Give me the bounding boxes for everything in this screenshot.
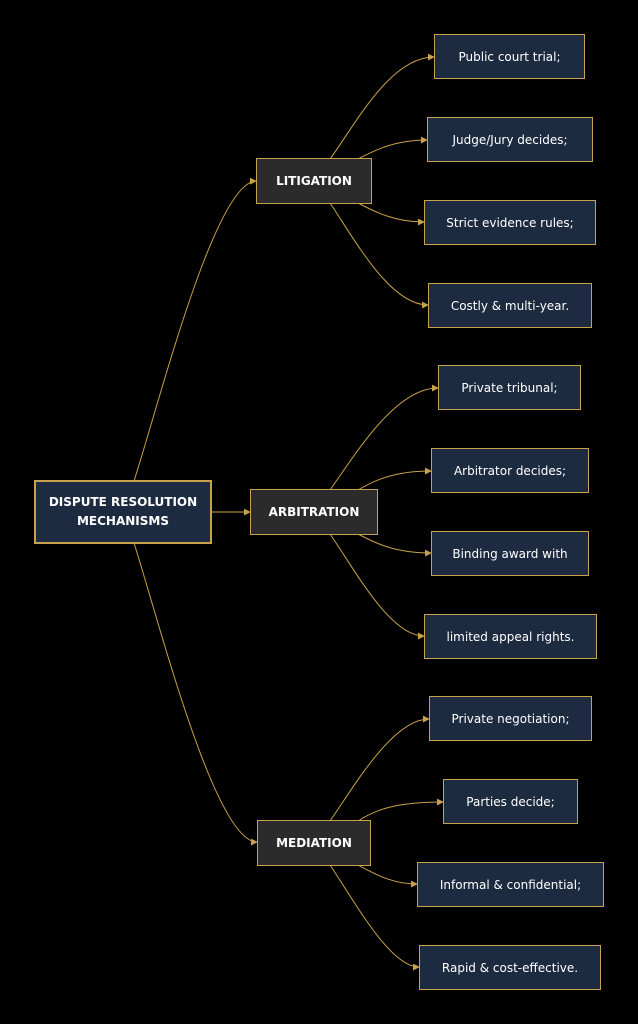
edge-root-litigation	[133, 177, 257, 482]
edge-arbitration-item-2	[357, 467, 432, 491]
leaf-node-mediation-2: Parties decide;	[443, 779, 578, 824]
leaf-node-litigation-3: Strict evidence rules;	[424, 200, 596, 245]
leaf-node-litigation-1: Public court trial;	[434, 34, 585, 79]
leaf-label: Costly & multi-year.	[450, 298, 570, 313]
edge-arbitration-item-4	[329, 533, 425, 640]
leaf-node-arbitration-2: Arbitrator decides;	[431, 448, 589, 493]
leaf-label: Binding award with	[452, 546, 568, 561]
edge-mediation-item-2	[357, 798, 444, 822]
category-node-mediation: MEDIATION	[257, 820, 371, 866]
leaf-node-mediation-1: Private negotiation;	[429, 696, 592, 741]
leaf-label: Parties decide;	[466, 794, 555, 809]
leaf-label: Arbitrator decides;	[453, 463, 567, 478]
leaf-label: Rapid & cost-effective.	[441, 960, 579, 975]
leaf-label: Strict evidence rules;	[446, 215, 574, 230]
edge-arbitration-item-3	[357, 533, 432, 557]
root-label-line-2: MECHANISMS	[76, 514, 169, 528]
leaf-label: Private negotiation;	[451, 711, 570, 726]
leaf-label: Judge/Jury decides;	[452, 132, 568, 147]
leaf-node-mediation-3: Informal & confidential;	[417, 862, 604, 907]
category-node-litigation: LITIGATION	[256, 158, 372, 204]
leaf-label: limited appeal rights.	[446, 629, 575, 644]
leaf-label: Informal & confidential;	[439, 877, 582, 892]
edge-litigation-item-4	[329, 202, 429, 309]
category-label: ARBITRATION	[268, 505, 360, 519]
edge-litigation-item-3	[357, 202, 425, 226]
leaf-node-arbitration-1: Private tribunal;	[438, 365, 581, 410]
leaf-node-litigation-4: Costly & multi-year.	[428, 283, 592, 328]
edge-mediation-item-3	[357, 864, 418, 888]
leaf-label: Private tribunal;	[461, 380, 558, 395]
leaf-label: Public court trial;	[458, 49, 561, 64]
edge-mediation-item-4	[329, 864, 420, 971]
edge-arbitration-item-1	[329, 384, 439, 491]
edge-mediation-item-1	[329, 715, 430, 822]
leaf-node-mediation-4: Rapid & cost-effective.	[419, 945, 601, 990]
edge-root-mediation	[133, 542, 258, 846]
leaf-node-arbitration-3: Binding award with	[431, 531, 589, 576]
edge-litigation-item-2	[357, 136, 428, 160]
edge-litigation-item-1	[329, 53, 435, 160]
leaf-node-litigation-2: Judge/Jury decides;	[427, 117, 593, 162]
category-label: MEDIATION	[276, 836, 352, 850]
root-label-line-1: DISPUTE RESOLUTION	[48, 495, 198, 509]
leaf-node-arbitration-4: limited appeal rights.	[424, 614, 597, 659]
category-label: LITIGATION	[276, 174, 352, 188]
category-node-arbitration: ARBITRATION	[250, 489, 378, 535]
root-node: DISPUTE RESOLUTION MECHANISMS	[34, 480, 212, 544]
